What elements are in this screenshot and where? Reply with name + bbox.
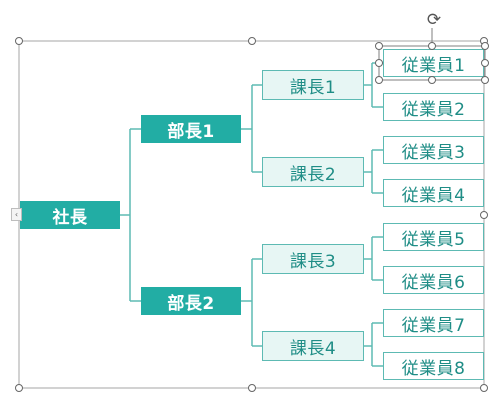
shape-handle-left[interactable]: [375, 59, 383, 67]
chevron-left-icon[interactable]: ‹: [11, 208, 22, 221]
org-box-employee-1[interactable]: 従業員1: [383, 49, 484, 77]
org-box-employee-2[interactable]: 従業員2: [383, 93, 484, 121]
org-box-employee-3[interactable]: 従業員3: [383, 136, 484, 164]
org-box-president[interactable]: 社長: [20, 201, 120, 229]
org-box-employee-5[interactable]: 従業員5: [383, 223, 484, 251]
org-box-employee-8[interactable]: 従業員8: [383, 352, 484, 380]
org-box-employee-7[interactable]: 従業員7: [383, 309, 484, 337]
shape-handle-top[interactable]: [428, 42, 436, 50]
resize-handle-top-left[interactable]: [15, 37, 23, 45]
org-box-section-chief-4[interactable]: 課長4: [262, 331, 364, 361]
shape-handle-top-left[interactable]: [375, 42, 383, 50]
org-box-employee-6[interactable]: 従業員6: [383, 266, 484, 294]
org-box-employee-4[interactable]: 従業員4: [383, 179, 484, 207]
shape-handle-bottom-left[interactable]: [375, 76, 383, 84]
resize-handle-bottom-left[interactable]: [15, 384, 23, 392]
resize-handle-right[interactable]: [480, 211, 488, 219]
shape-handle-bottom-right[interactable]: [481, 76, 489, 84]
org-box-manager-2[interactable]: 部長2: [141, 287, 241, 315]
shape-handle-top-right[interactable]: [481, 42, 489, 50]
resize-handle-top[interactable]: [248, 37, 256, 45]
org-box-manager-1[interactable]: 部長1: [141, 115, 241, 143]
shape-handle-bottom[interactable]: [428, 76, 436, 84]
resize-handle-bottom[interactable]: [248, 384, 256, 392]
org-box-section-chief-2[interactable]: 課長2: [262, 157, 364, 187]
resize-handle-bottom-right[interactable]: [480, 384, 488, 392]
org-box-section-chief-1[interactable]: 課長1: [262, 70, 364, 100]
shape-handle-right[interactable]: [481, 59, 489, 67]
rotate-icon[interactable]: ⟳: [426, 10, 442, 30]
org-box-section-chief-3[interactable]: 課長3: [262, 244, 364, 274]
